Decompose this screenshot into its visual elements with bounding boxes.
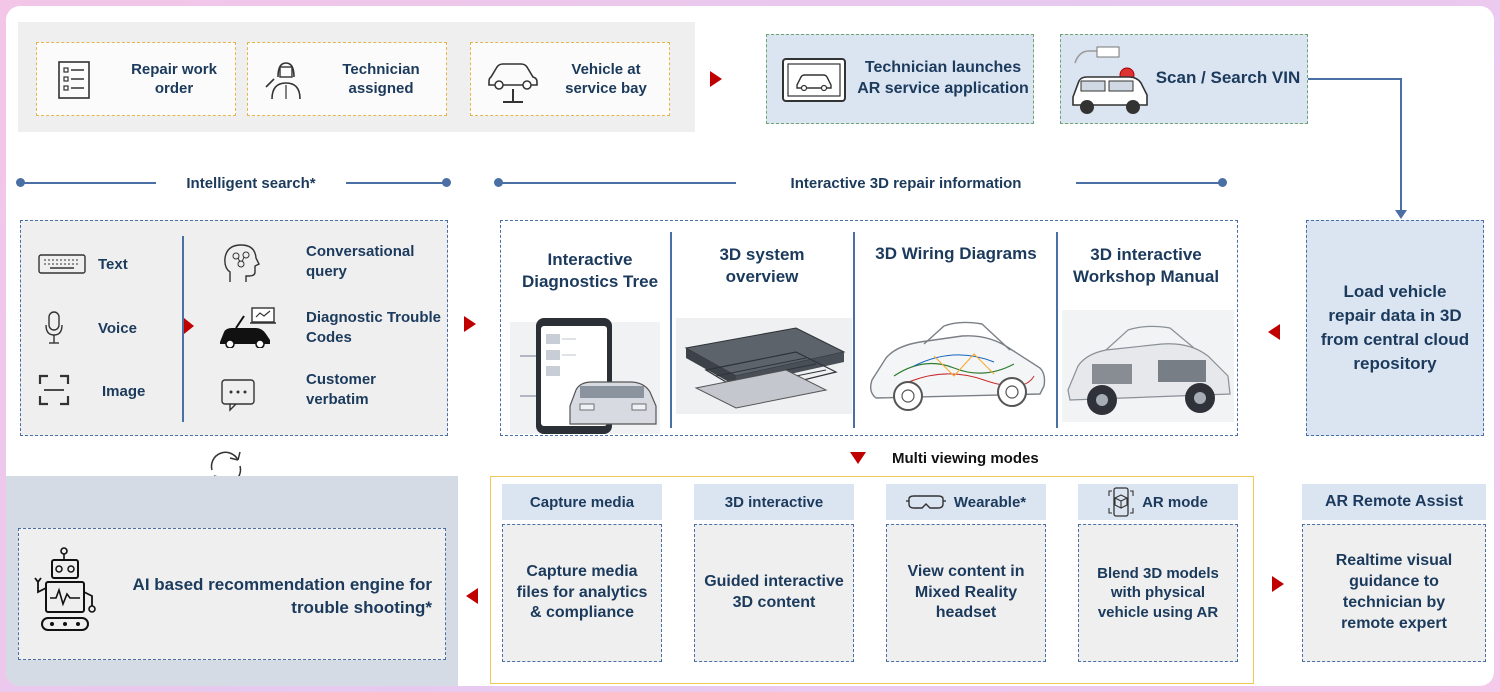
connector-arrowhead (1395, 210, 1407, 219)
wiring-diagrams-title: 3D Wiring Diagrams (875, 243, 1037, 263)
search-input-image-label: Image (102, 383, 146, 400)
chat-bubble-icon (220, 378, 256, 412)
wearable-body: View content in Mixed Reality headset (907, 562, 1025, 622)
capture-media-box: Capture media files for analytics & comp… (502, 524, 662, 662)
head-brain-icon (222, 242, 260, 284)
3d-interactive-box: Guided interactive 3D content (694, 524, 854, 662)
load-vehicle-label: Load vehicle repair data in 3D from cent… (1320, 282, 1470, 373)
tab-capture-media[interactable]: Capture media (502, 484, 662, 520)
rule-dot (494, 178, 503, 187)
launch-ar-box: Technician launches AR service applicati… (766, 34, 1034, 124)
technician-assigned-box: Technician assigned (247, 42, 447, 116)
repair-divider (853, 232, 855, 428)
ar-mode-body: Blend 3D models with physical vehicle us… (1097, 564, 1219, 621)
diagnostics-tree-title: Interactive Diagnostics Tree (521, 249, 659, 291)
interactive-3d-heading: Interactive 3D repair information (736, 172, 1076, 194)
vehicle-service-bay-label: Vehicle at service bay (565, 60, 647, 98)
flow-arrow-load-to-3d (1268, 324, 1280, 340)
capture-media-body: Capture media files for analytics & comp… (516, 562, 648, 622)
ar-phone-icon (1108, 487, 1134, 517)
multi-viewing-heading: Multi viewing modes (892, 450, 1039, 467)
microphone-icon (44, 311, 64, 345)
search-output-conversational-label: Conversational query (306, 243, 415, 280)
tab-ar-mode[interactable]: AR mode (1078, 484, 1238, 520)
keyboard-icon (38, 254, 86, 274)
tab-capture-media-label: Capture media (529, 493, 635, 511)
rule-dot (1218, 178, 1227, 187)
tab-wearable[interactable]: Wearable* (886, 484, 1046, 520)
car-laptop-icon (218, 306, 278, 348)
diagnostics-tablet-image (510, 316, 660, 434)
tab-ar-mode-label: AR mode (1142, 493, 1208, 511)
robot-icon (34, 546, 98, 636)
search-output-dtc-label: Diagnostic Trouble Codes (306, 309, 442, 346)
scan-vin-box: Scan / Search VIN (1060, 34, 1308, 124)
connector-line (1400, 78, 1402, 212)
vr-headset-icon (905, 495, 946, 509)
technician-assigned-label: Technician assigned (342, 60, 420, 98)
tab-ar-remote-assist-label: AR Remote Assist (1324, 493, 1464, 510)
system-overview-image (676, 318, 852, 414)
launch-ar-label: Technician launches AR service applicati… (857, 59, 1029, 97)
wiring-car-image (864, 306, 1050, 416)
vehicle-service-bay-box: Vehicle at service bay (470, 42, 670, 116)
connector-line (1308, 78, 1402, 80)
repair-divider (670, 232, 672, 428)
flow-arrow-top (710, 71, 722, 87)
flow-arrow-3d-to-modes (850, 452, 866, 464)
search-divider-pointer (184, 318, 194, 334)
tab-wearable-label: Wearable* (953, 493, 1027, 511)
wearable-box: View content in Mixed Reality headset (886, 524, 1046, 662)
ai-engine-label: AI based recommendation engine for troub… (132, 575, 432, 617)
workshop-car-image (1062, 310, 1234, 422)
flow-arrow-modes-to-ai (466, 588, 478, 604)
flow-arrow-modes-to-remote (1272, 576, 1284, 592)
checklist-icon (57, 61, 91, 99)
scan-frame-icon (38, 374, 70, 406)
welder-technician-icon (264, 57, 308, 101)
car-screen-icon (779, 55, 849, 105)
tab-3d-interactive[interactable]: 3D interactive (694, 484, 854, 520)
intelligent-search-heading: Intelligent search* (156, 172, 346, 194)
repair-divider (1056, 232, 1058, 428)
ar-remote-assist-box: Realtime visual guidance to technician b… (1302, 524, 1486, 662)
3d-interactive-body: Guided interactive 3D content (704, 573, 844, 611)
tab-ar-remote-assist[interactable]: AR Remote Assist (1302, 484, 1486, 520)
repair-work-order-label: Repair work order (131, 60, 217, 98)
search-divider (182, 236, 184, 422)
system-overview-title: 3D system overview (719, 244, 805, 286)
car-lift-icon (485, 55, 541, 105)
workshop-manual-title: 3D interactive Workshop Manual (1072, 244, 1220, 286)
rule-dot (442, 178, 451, 187)
search-output-verbatim-label: Customer verbatim (306, 371, 377, 408)
search-input-voice-label: Voice (98, 320, 137, 337)
load-vehicle-box: Load vehicle repair data in 3D from cent… (1306, 220, 1484, 436)
tab-3d-interactive-label: 3D interactive (724, 493, 824, 511)
scan-vin-car-image (1067, 41, 1153, 119)
rule-dot (16, 178, 25, 187)
ar-remote-assist-body: Realtime visual guidance to technician b… (1335, 552, 1453, 632)
flow-arrow-search-to-3d (464, 316, 476, 332)
ar-mode-box: Blend 3D models with physical vehicle us… (1078, 524, 1238, 662)
repair-work-order-box: Repair work order (36, 42, 236, 116)
diagram-canvas: Repair work order Technician assigned (6, 6, 1494, 686)
scan-vin-label: Scan / Search VIN (1155, 67, 1301, 87)
search-input-text-label: Text (98, 256, 128, 273)
